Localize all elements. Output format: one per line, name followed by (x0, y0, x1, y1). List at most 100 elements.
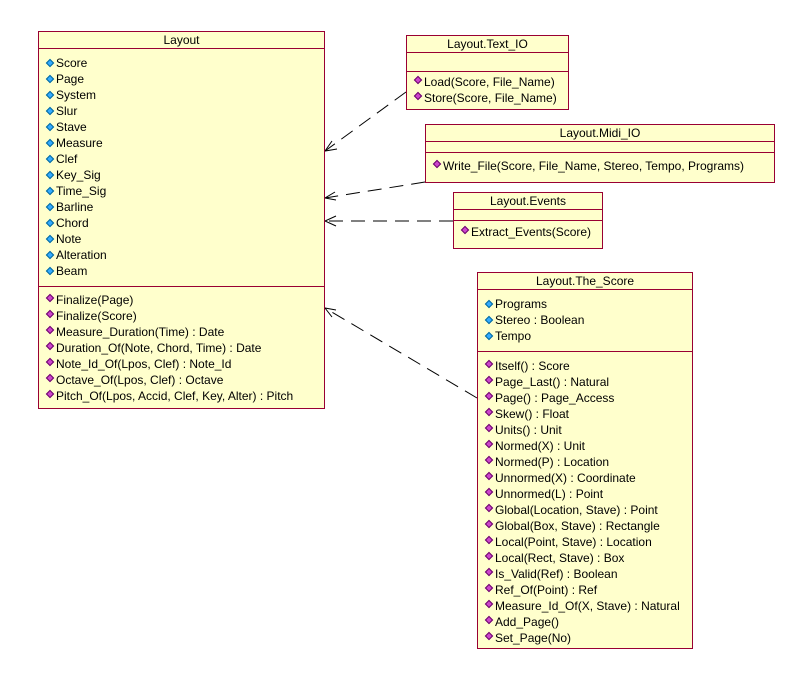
operation-row: Finalize(Page) (39, 292, 324, 308)
attribute-row: Measure (39, 135, 324, 151)
operation-icon (484, 359, 494, 369)
operation-row: Ref_Of(Point) : Ref (478, 582, 692, 598)
class-events[interactable]: Layout.Events Extract_Events(Score) (453, 192, 603, 249)
operation-icon (484, 551, 494, 561)
operation-icon (484, 375, 494, 385)
attribute-row: Chord (39, 215, 324, 231)
operation-icon (484, 567, 494, 577)
attribute-icon (45, 218, 55, 228)
operations-section: Load(Score, File_Name) Store(Score, File… (407, 72, 568, 106)
operation-icon (413, 91, 423, 101)
arrowhead-events (323, 215, 337, 227)
operation-icon (484, 455, 494, 465)
dependency-line-midi-io (324, 181, 426, 199)
operations-section: Finalize(Page) Finalize(Score) Measure_D… (39, 287, 324, 404)
operation-row: Unnormed(X) : Coordinate (478, 470, 692, 486)
attribute-icon (45, 170, 55, 180)
operation-row: Local(Point, Stave) : Location (478, 534, 692, 550)
attribute-row: Beam (39, 263, 324, 279)
operation-row: Is_Valid(Ref) : Boolean (478, 566, 692, 582)
operation-icon (484, 487, 494, 497)
operation-row: Duration_Of(Note, Chord, Time) : Date (39, 340, 324, 356)
attribute-row: Tempo (478, 328, 692, 344)
operation-row: Measure_Duration(Time) : Date (39, 324, 324, 340)
operations-section: Extract_Events(Score) (454, 221, 602, 240)
arrowhead-the-score (323, 307, 337, 318)
arrowhead-midi-io (323, 191, 337, 201)
attribute-row: Time_Sig (39, 183, 324, 199)
operation-row: Extract_Events(Score) (454, 224, 602, 240)
attribute-row: Stereo : Boolean (478, 312, 692, 328)
operation-row: Units() : Unit (478, 422, 692, 438)
operation-icon (484, 599, 494, 609)
operation-icon (484, 423, 494, 433)
operation-row: Normed(P) : Location (478, 454, 692, 470)
attribute-icon (45, 58, 55, 68)
class-layout[interactable]: Layout Score Page System Slur Stave Meas… (38, 31, 325, 409)
operation-row: Write_File(Score, File_Name, Stereo, Tem… (426, 158, 774, 174)
operation-row: Set_Page(No) (478, 630, 692, 646)
operation-row: Octave_Of(Lpos, Clef) : Octave (39, 372, 324, 388)
operation-row: Pitch_Of(Lpos, Accid, Clef, Key, Alter) … (39, 388, 324, 404)
operation-icon (45, 357, 55, 367)
attribute-icon (45, 250, 55, 260)
attribute-icon (45, 234, 55, 244)
attribute-row: System (39, 87, 324, 103)
attribute-icon (484, 315, 494, 325)
operation-row: Global(Location, Stave) : Point (478, 502, 692, 518)
attribute-row: Stave (39, 119, 324, 135)
operation-row: Note_Id_Of(Lpos, Clef) : Note_Id (39, 356, 324, 372)
operation-icon (484, 471, 494, 481)
operation-row: Skew() : Float (478, 406, 692, 422)
operation-icon (45, 309, 55, 319)
operation-row: Measure_Id_Of(X, Stave) : Natural (478, 598, 692, 614)
operation-icon (484, 439, 494, 449)
attribute-icon (45, 138, 55, 148)
attribute-icon (45, 154, 55, 164)
dependency-line-the-score (324, 307, 478, 399)
attribute-icon (45, 186, 55, 196)
operation-icon (484, 535, 494, 545)
class-name: Layout.Midi_IO (426, 125, 774, 142)
attribute-icon (45, 266, 55, 276)
operation-row: Itself() : Score (478, 358, 692, 374)
class-midi-io[interactable]: Layout.Midi_IO Write_File(Score, File_Na… (425, 124, 775, 183)
operations-section: Write_File(Score, File_Name, Stereo, Tem… (426, 153, 774, 174)
operation-icon (432, 159, 442, 169)
operation-row: Page_Last() : Natural (478, 374, 692, 390)
operation-icon (484, 407, 494, 417)
class-text-io[interactable]: Layout.Text_IO Load(Score, File_Name) St… (406, 35, 569, 110)
operation-icon (460, 225, 470, 235)
class-name: Layout.Events (454, 193, 602, 210)
attribute-icon (484, 331, 494, 341)
attributes-section: Programs Stereo : Boolean Tempo (478, 290, 692, 352)
attribute-row: Page (39, 71, 324, 87)
class-name: Layout.The_Score (478, 273, 692, 290)
dependency-line-text-io (324, 91, 407, 152)
operation-icon (484, 583, 494, 593)
attributes-section (426, 142, 774, 153)
operation-icon (484, 391, 494, 401)
attributes-section (454, 210, 602, 221)
attribute-icon (45, 90, 55, 100)
operation-icon (484, 615, 494, 625)
operations-section: Itself() : Score Page_Last() : Natural P… (478, 352, 692, 646)
operation-row: Unnormed(L) : Point (478, 486, 692, 502)
attribute-icon (484, 299, 494, 309)
operation-icon (484, 519, 494, 529)
attribute-icon (45, 74, 55, 84)
operation-icon (45, 341, 55, 351)
class-the-score[interactable]: Layout.The_Score Programs Stereo : Boole… (477, 272, 693, 649)
attributes-section: Score Page System Slur Stave Measure Cle… (39, 49, 324, 287)
operation-row: Normed(X) : Unit (478, 438, 692, 454)
operation-icon (45, 325, 55, 335)
operation-row: Store(Score, File_Name) (407, 90, 568, 106)
attribute-row: Note (39, 231, 324, 247)
operation-row: Local(Rect, Stave) : Box (478, 550, 692, 566)
attributes-section (407, 53, 568, 72)
operation-icon (413, 75, 423, 85)
attribute-row: Key_Sig (39, 167, 324, 183)
attribute-icon (45, 106, 55, 116)
class-name: Layout (39, 32, 324, 49)
